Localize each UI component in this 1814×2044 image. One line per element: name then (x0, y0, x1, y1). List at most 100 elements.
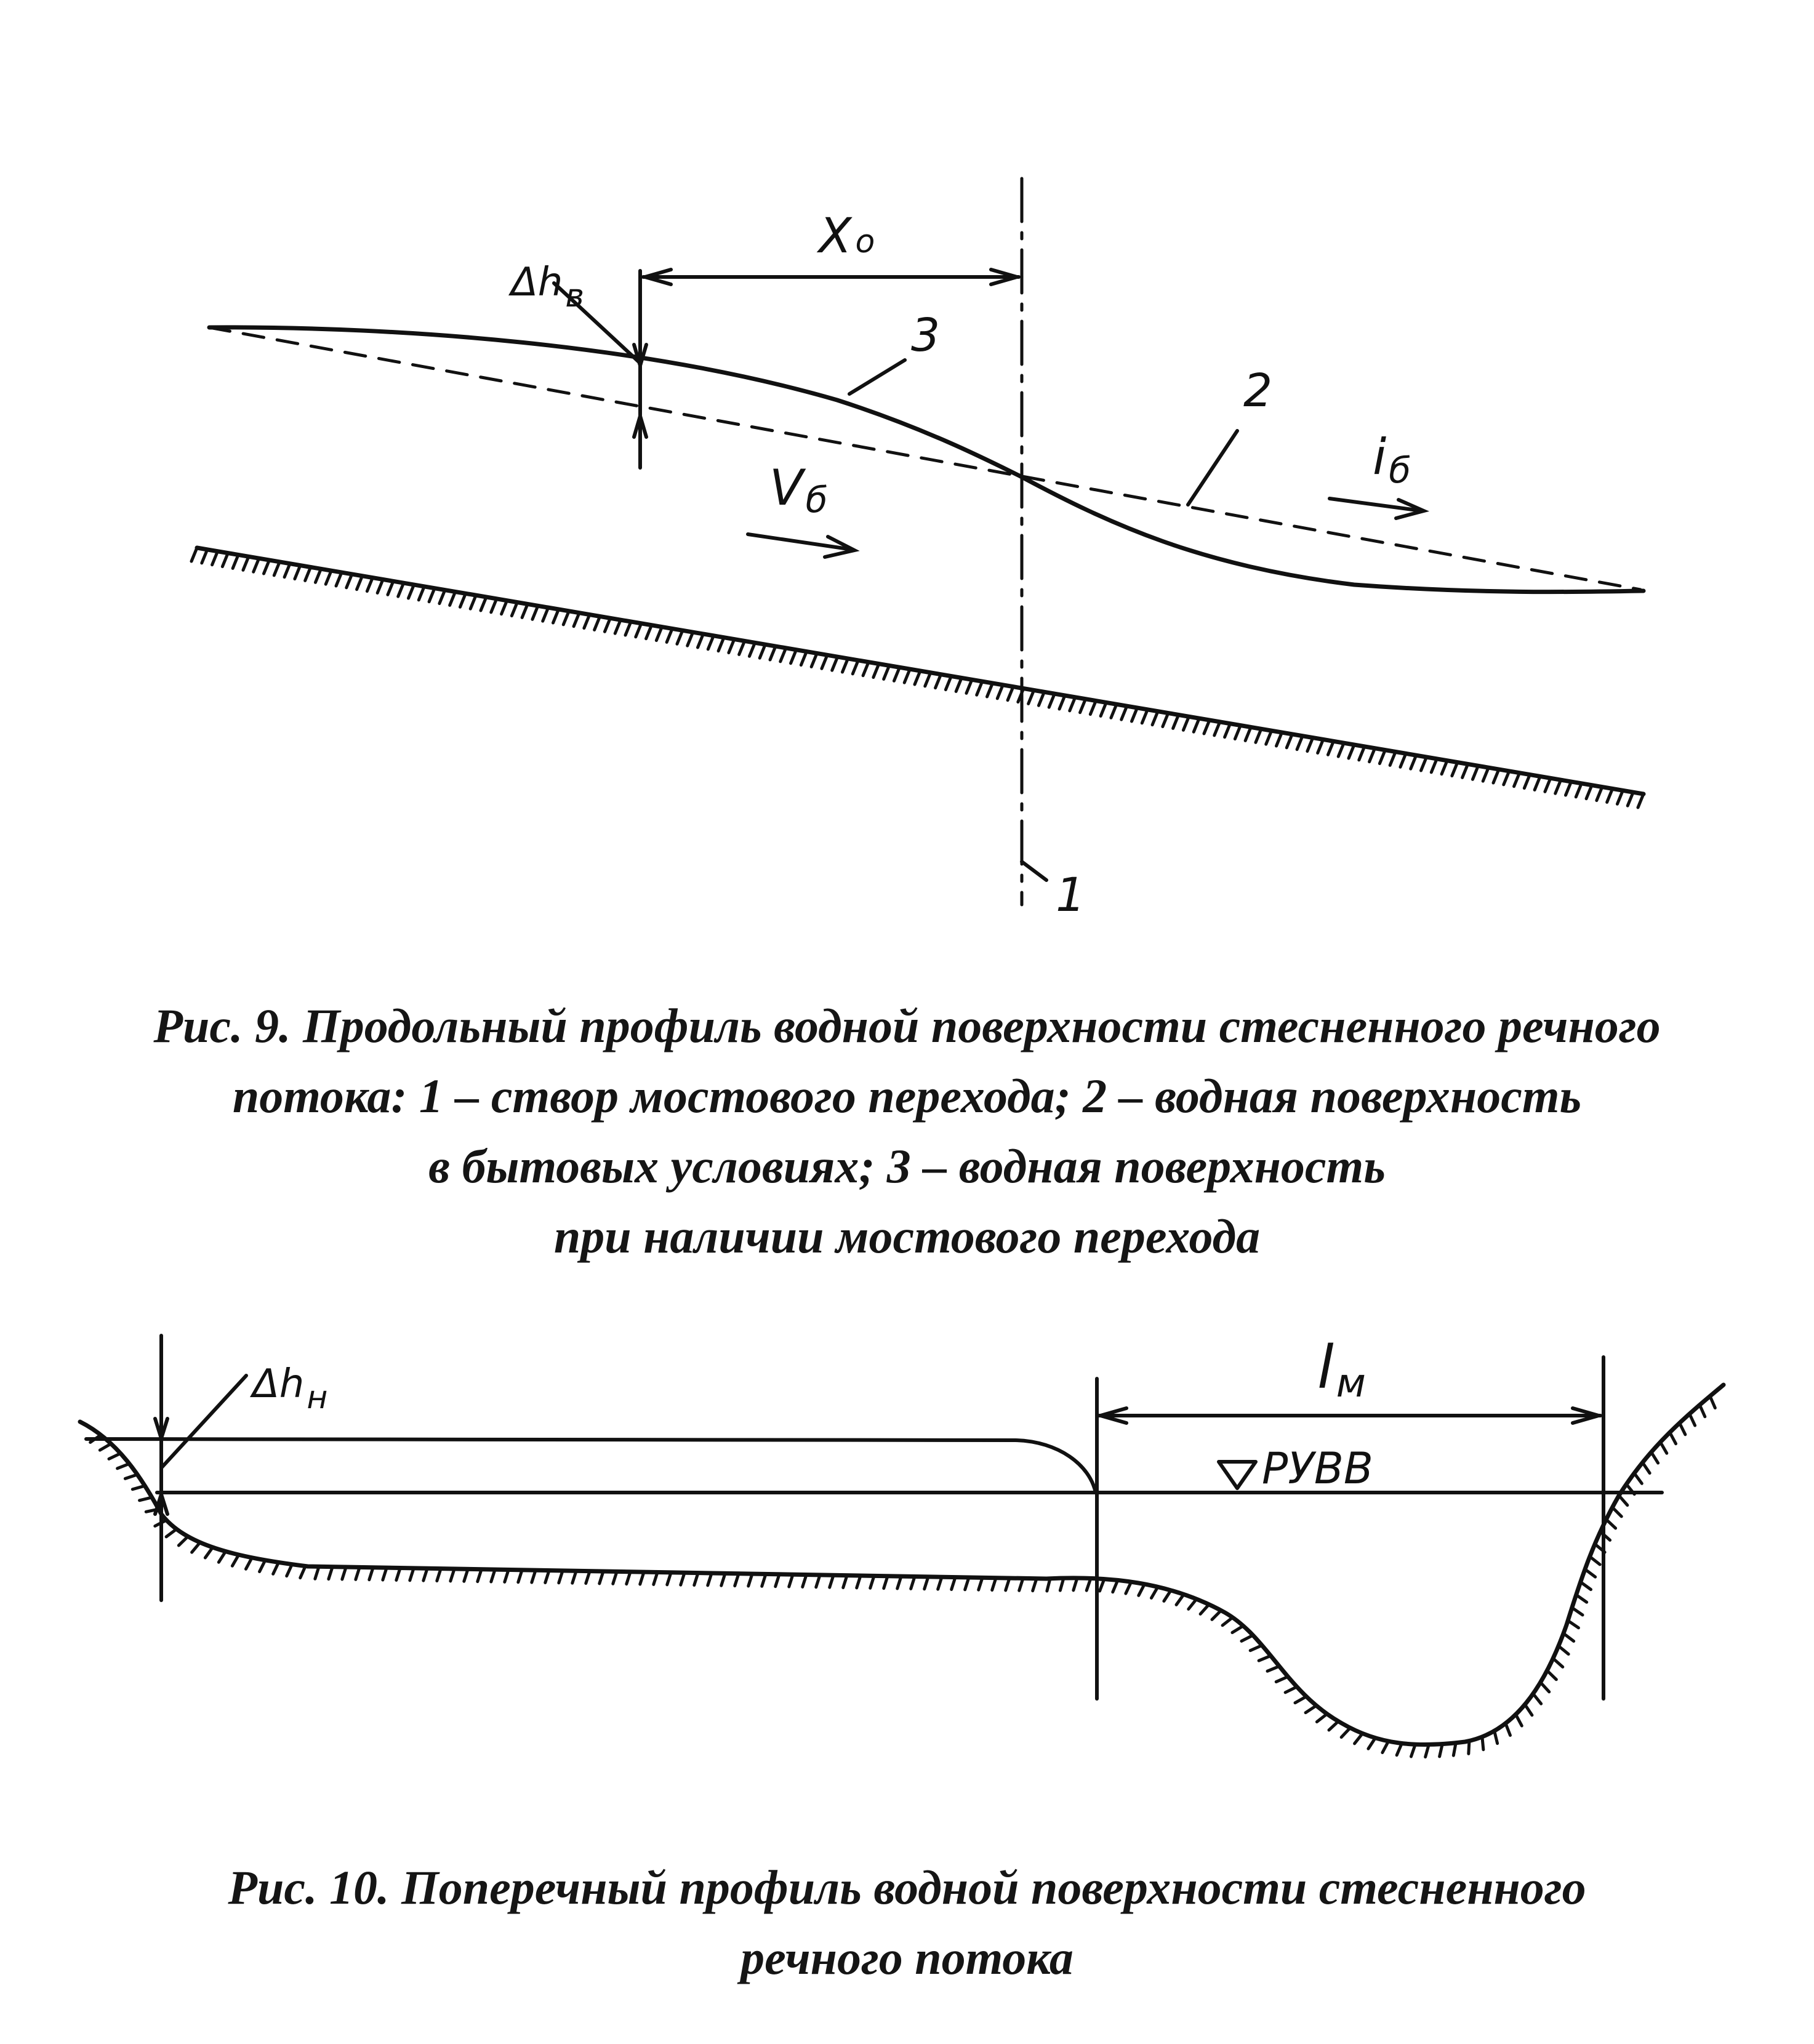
hatch-mark (799, 650, 808, 667)
hatch-mark (552, 607, 560, 625)
hatch-mark (272, 560, 281, 577)
hatch-mark (923, 671, 933, 688)
hatch-mark (130, 1484, 146, 1491)
hatch-mark (408, 1566, 415, 1582)
hatch-mark (851, 659, 860, 676)
hatch-mark (1522, 773, 1531, 790)
hatch-mark (435, 1567, 443, 1582)
hatch-mark (220, 551, 230, 569)
hatch-mark (177, 1534, 190, 1547)
delta-h-leader (552, 281, 642, 365)
hatch-mark (679, 1571, 686, 1587)
hatch-mark (271, 1560, 281, 1576)
hatch-mark (241, 555, 251, 572)
hatch-mark (1575, 1593, 1589, 1604)
natural-water-surface-line (207, 326, 1642, 591)
hatch-mark (624, 620, 633, 637)
hatch-mark (1295, 734, 1304, 751)
hatch-mark (1450, 761, 1459, 778)
hatch-mark (861, 660, 870, 678)
hatch-mark (1006, 685, 1015, 702)
hatch-mark (954, 676, 963, 693)
hatch-mark (107, 1451, 122, 1461)
hatch-mark (283, 562, 292, 579)
hatch-mark (544, 1569, 551, 1584)
hatch-mark (244, 1556, 254, 1571)
hatch-mark (1551, 1657, 1565, 1669)
hatch-mark (386, 579, 395, 596)
hatch-mark (217, 1550, 228, 1564)
hatch-mark (1150, 710, 1160, 727)
hatch-mark (696, 632, 705, 649)
hatch-mark (116, 1462, 131, 1470)
hatch-mark (500, 599, 509, 616)
hatch-mark (634, 622, 643, 639)
hatch-mark (1283, 1685, 1299, 1694)
hatch-mark (476, 1568, 483, 1584)
hatch-mark (1570, 1606, 1584, 1617)
hatch-mark (1502, 769, 1511, 787)
hatch-mark (1545, 1669, 1558, 1681)
hatch-mark (1306, 736, 1315, 753)
hatch-mark (1274, 1675, 1290, 1684)
hatch-mark (1451, 1741, 1458, 1757)
hatch-mark (365, 576, 374, 593)
curve-2-label: 2 (1243, 364, 1272, 417)
hatch-mark (1240, 1633, 1255, 1643)
hatch-mark (1543, 776, 1552, 793)
hatch-mark (1708, 1394, 1717, 1410)
hatch-mark (1137, 1582, 1146, 1597)
delta-h-arrow-top (632, 343, 648, 372)
hatch-mark (1057, 694, 1067, 711)
hatch-mark (1027, 688, 1036, 705)
hatch-mark (354, 1565, 361, 1581)
delta-h-n-leader (159, 1374, 248, 1470)
hatch-mark (1031, 1577, 1038, 1593)
hatch-mark (582, 613, 592, 630)
hatch-mark (427, 587, 436, 604)
section-marker (1020, 860, 1048, 882)
hatch-mark (841, 657, 849, 674)
hatch-mark (779, 646, 788, 663)
hatch-mark (530, 1568, 537, 1584)
hatch-mark (1636, 792, 1645, 809)
hatch-mark (1162, 1589, 1173, 1603)
hatch-mark (489, 597, 499, 614)
hatch-mark (417, 585, 426, 602)
hatch-mark (258, 1558, 267, 1574)
hatch-mark (652, 1570, 659, 1586)
hatch-mark (1471, 764, 1480, 781)
hatch-mark (89, 1433, 103, 1444)
hatch-mark (977, 1576, 984, 1592)
hatch-mark (675, 628, 684, 646)
hatch-mark (716, 636, 726, 653)
hatch-mark (747, 1572, 754, 1588)
hatch-mark (1327, 1720, 1340, 1732)
velocity-arrowhead (823, 535, 860, 559)
hatch-mark (1047, 692, 1056, 709)
hatch-mark (1440, 759, 1449, 776)
hatch-mark (468, 593, 478, 611)
hatch-mark (1120, 704, 1129, 721)
hatch-mark (1339, 1726, 1352, 1739)
cross-section-ground-line (78, 1382, 1726, 1747)
hatch-mark (303, 565, 313, 582)
hatch-mark (625, 1570, 632, 1586)
hatch-mark (1037, 690, 1046, 707)
hatch-mark (1171, 713, 1181, 730)
hatch-mark (1624, 1482, 1636, 1496)
hatch-mark (1564, 780, 1573, 797)
hatch-mark (692, 1571, 700, 1587)
hatch-mark (665, 627, 674, 644)
hatch-mark (1111, 1578, 1120, 1594)
hatch-mark (1419, 755, 1428, 772)
hatch-mark (654, 625, 664, 643)
hatch-mark (516, 1568, 524, 1584)
hatch-mark (190, 1541, 202, 1554)
hatch-mark (324, 569, 333, 586)
curve-3-leader (848, 358, 907, 396)
hatch-mark (975, 679, 984, 697)
hatch-mark (1698, 1403, 1707, 1419)
x0-arrow-left (638, 268, 673, 286)
hatch-mark (1315, 1712, 1329, 1724)
